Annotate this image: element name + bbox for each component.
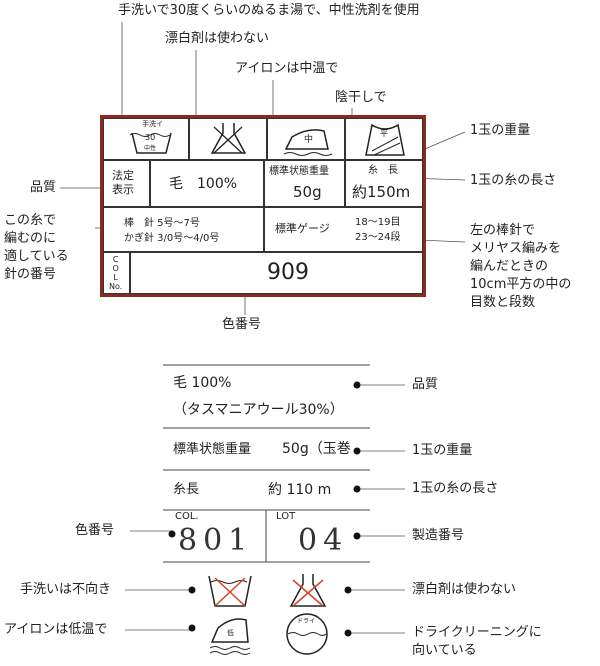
gauge-cell: 標準ゲージ 18〜19目 23〜24段 (264, 207, 423, 252)
gauge-label: 標準ゲージ (275, 222, 330, 235)
length-value: 約150m (352, 183, 411, 201)
annotation-color-number: 色番号 (222, 317, 262, 332)
annotation-needle-size: この糸で 編むのに 適している 針の番号 (4, 212, 69, 284)
col-number: 909 (267, 260, 309, 285)
legal-label: 法定表示 (112, 169, 134, 197)
annotation2-quality: 品質 (412, 377, 439, 392)
line: この糸で (4, 213, 57, 228)
shade-dry-icon: 平 (345, 118, 423, 160)
iron-low-mark: 低 (227, 629, 234, 637)
label2-weight-label: 標準状態重量 (173, 442, 252, 457)
annotation-yarn-length: 1玉の糸の長さ (470, 173, 557, 188)
hand-wash-icon: 手洗イ 30 中性 (103, 118, 189, 160)
line: 適している (4, 249, 69, 264)
hand-wash-text: 手洗イ (142, 120, 163, 128)
weight-cell: 標準状態重量 50g (264, 160, 345, 207)
yarn-label-1: 手洗イ 30 中性 中 平 法定表示 毛 100% 標準状態重量 50g 糸 長… (100, 115, 426, 297)
line: 編むのに (4, 231, 57, 246)
rows: 23〜24段 (355, 232, 401, 243)
weight-label: 標準状態重量 (269, 166, 329, 177)
line: 10cm平方の中の (470, 277, 572, 292)
label2-col-number: 801 (178, 523, 254, 558)
col-number-cell: 909 (130, 252, 423, 294)
line: ドライクリーニングに (412, 625, 542, 640)
label2-fiber-detail: （タスマニアウール30%） (173, 402, 344, 418)
l: L (113, 273, 118, 282)
annotation-hand-wash: 手洗いで30度くらいのぬるま湯で、中性洗剤を使用 (118, 3, 420, 18)
knitting-needle: 棒 針 5号〜7号 (124, 218, 200, 229)
annotation-quality: 品質 (30, 180, 57, 195)
line: 左の棒針で (470, 223, 536, 238)
iron-medium-icon: 中 (267, 118, 345, 160)
length-cell: 糸 長 約150m (345, 160, 423, 207)
annotation2-dry-clean: ドライクリーニングに向いている (412, 624, 542, 660)
no: No. (109, 282, 123, 291)
weight-value: 50g (293, 183, 322, 201)
annotation2-lot: 製造番号 (412, 528, 465, 543)
hand-wash-temp: 30 (145, 133, 156, 142)
crochet-hook: かぎ針 3/0号〜4/0号 (124, 233, 220, 244)
annotation2-no-bleach: 漂白剤は使わない (412, 582, 517, 597)
legal-label-line: 表示 (112, 183, 134, 196)
annotation2-iron-low: アイロンは低温で (4, 622, 108, 637)
annotation2-yarn-length: 1玉の糸の長さ (412, 481, 499, 496)
annotation-ball-weight: 1玉の重量 (470, 123, 531, 138)
line: 針の番号 (4, 267, 57, 282)
line: 編んだときの (470, 259, 549, 274)
label2-fiber: 毛 100% (173, 375, 232, 391)
annotation2-color-number: 色番号 (75, 523, 115, 538)
fiber-cell: 毛 100% (150, 160, 264, 207)
no-bleach-icon-2 (289, 574, 327, 607)
label2-weight: 50g（玉巻 (282, 441, 351, 457)
annotation2-no-hand-wash: 手洗いは不向き (20, 582, 112, 597)
label2-col-label: COL. (175, 511, 199, 522)
hand-wash-detergent: 中性 (144, 145, 157, 152)
label2-lot-number: 04 (298, 523, 349, 558)
o: O (112, 264, 119, 273)
legal-label-line: 法定 (112, 169, 134, 182)
line: 向いている (412, 643, 477, 658)
iron-mark: 中 (304, 135, 314, 145)
length-label: 糸 長 (368, 165, 398, 176)
line: メリヤス編みを (470, 241, 562, 256)
no-bleach-icon (189, 118, 267, 160)
annotation-no-bleach: 漂白剤は使わない (165, 31, 270, 46)
annotation2-ball-weight: 1玉の重量 (412, 443, 473, 458)
needle-cell: 棒 針 5号〜7号かぎ針 3/0号〜4/0号 (103, 207, 264, 252)
legal-label-cell: 法定表示 (103, 160, 150, 207)
needle-sizes: 棒 針 5号〜7号かぎ針 3/0号〜4/0号 (124, 216, 219, 246)
no-hand-wash-icon (208, 575, 252, 607)
dry-mark: 平 (380, 129, 388, 138)
annotation-shade-dry: 陰干しで (335, 90, 387, 105)
c: C (112, 255, 119, 264)
label2-length: 約 110 m (268, 482, 332, 498)
iron-low-icon: 低 (209, 612, 254, 656)
line: 目数と段数 (470, 295, 536, 310)
dry-clean-icon: ドライ (285, 612, 329, 656)
label2-lot-label: LOT (276, 511, 296, 522)
stitches: 18〜19目 (355, 217, 401, 228)
label2-length-label: 糸長 (173, 482, 200, 497)
annotation-gauge: 左の棒針で メリヤス編みを 編んだときの 10cm平方の中の 目数と段数 (470, 222, 571, 312)
dry-mark-2: ドライ (297, 618, 316, 625)
annotation-iron-medium: アイロンは中温で (235, 61, 339, 76)
gauge-values: 18〜19目 23〜24段 (355, 215, 400, 245)
fiber-content: 毛 100% (169, 176, 238, 192)
